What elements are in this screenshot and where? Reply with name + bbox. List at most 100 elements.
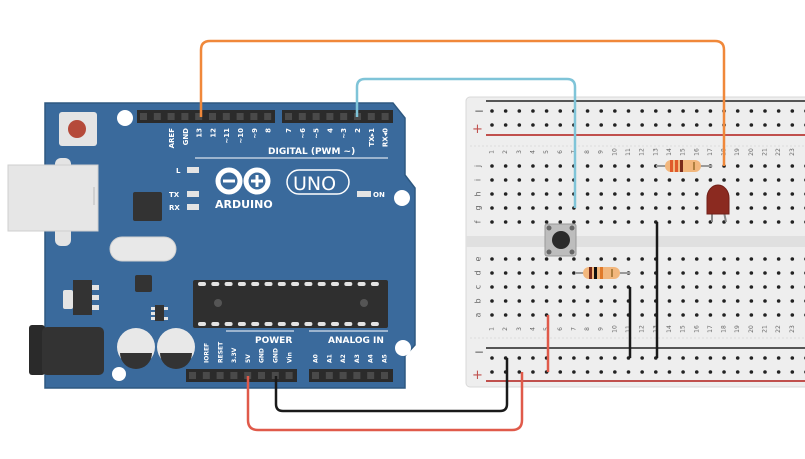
rail-hole[interactable] [640, 123, 644, 127]
terminal-hole[interactable] [531, 192, 535, 196]
rail-hole[interactable] [790, 109, 795, 113]
arduino-uno-board[interactable]: L TX RX ON ARDUINO UNO [7, 102, 416, 389]
rail-hole[interactable] [763, 356, 767, 360]
terminal-hole[interactable] [667, 206, 672, 210]
terminal-hole[interactable] [599, 257, 603, 261]
rail-hole[interactable] [749, 370, 754, 374]
terminal-hole[interactable] [640, 271, 644, 275]
header-pin[interactable] [312, 113, 320, 120]
terminal-hole[interactable] [503, 206, 508, 210]
terminal-hole[interactable] [790, 313, 795, 317]
terminal-hole[interactable] [558, 313, 563, 317]
rail-hole[interactable] [490, 123, 494, 127]
rail-hole[interactable] [599, 109, 603, 113]
terminal-hole[interactable] [749, 220, 754, 224]
terminal-hole[interactable] [490, 257, 494, 261]
terminal-hole[interactable] [681, 206, 685, 210]
terminal-hole[interactable] [558, 192, 563, 196]
rail-hole[interactable] [708, 356, 713, 360]
terminal-hole[interactable] [763, 220, 767, 224]
terminal-hole[interactable] [694, 313, 699, 317]
terminal-hole[interactable] [572, 299, 576, 303]
rail-hole[interactable] [694, 123, 699, 127]
rail-hole[interactable] [708, 123, 713, 127]
terminal-hole[interactable] [503, 257, 508, 261]
terminal-hole[interactable] [558, 299, 563, 303]
terminal-hole[interactable] [613, 206, 617, 210]
terminal-hole[interactable] [763, 206, 767, 210]
terminal-hole[interactable] [640, 164, 644, 168]
rail-hole[interactable] [681, 356, 685, 360]
terminal-hole[interactable] [722, 313, 726, 317]
rail-hole[interactable] [558, 370, 563, 374]
rail-hole[interactable] [599, 123, 603, 127]
rail-hole[interactable] [517, 356, 522, 360]
rail-hole[interactable] [544, 109, 549, 113]
rail-hole[interactable] [722, 370, 726, 374]
terminal-hole[interactable] [544, 164, 549, 168]
header-pin[interactable] [250, 113, 258, 120]
terminal-hole[interactable] [776, 220, 781, 224]
rail-hole[interactable] [531, 370, 535, 374]
terminal-hole[interactable] [531, 178, 535, 182]
resistor-led[interactable] [656, 160, 712, 172]
terminal-hole[interactable] [790, 220, 795, 224]
terminal-hole[interactable] [667, 220, 672, 224]
terminal-hole[interactable] [490, 299, 494, 303]
terminal-hole[interactable] [599, 285, 603, 289]
terminal-hole[interactable] [694, 285, 699, 289]
terminal-hole[interactable] [585, 206, 590, 210]
rail-hole[interactable] [599, 370, 603, 374]
terminal-hole[interactable] [722, 257, 726, 261]
terminal-hole[interactable] [626, 164, 631, 168]
terminal-hole[interactable] [735, 206, 740, 210]
terminal-hole[interactable] [599, 220, 603, 224]
terminal-hole[interactable] [681, 271, 685, 275]
terminal-hole[interactable] [572, 257, 576, 261]
terminal-hole[interactable] [490, 192, 494, 196]
terminal-hole[interactable] [694, 299, 699, 303]
terminal-hole[interactable] [503, 178, 508, 182]
terminal-hole[interactable] [722, 178, 726, 182]
rail-hole[interactable] [735, 109, 740, 113]
terminal-hole[interactable] [558, 285, 563, 289]
terminal-hole[interactable] [776, 271, 781, 275]
terminal-hole[interactable] [531, 220, 535, 224]
terminal-hole[interactable] [599, 313, 603, 317]
terminal-hole[interactable] [585, 257, 590, 261]
rail-hole[interactable] [599, 356, 603, 360]
terminal-hole[interactable] [654, 178, 658, 182]
terminal-hole[interactable] [694, 192, 699, 196]
terminal-hole[interactable] [572, 271, 576, 275]
terminal-hole[interactable] [503, 299, 508, 303]
terminal-hole[interactable] [681, 313, 685, 317]
terminal-hole[interactable] [490, 313, 494, 317]
terminal-hole[interactable] [763, 192, 767, 196]
terminal-hole[interactable] [763, 299, 767, 303]
rail-hole[interactable] [558, 109, 563, 113]
terminal-hole[interactable] [544, 257, 549, 261]
terminal-hole[interactable] [544, 192, 549, 196]
terminal-hole[interactable] [585, 299, 590, 303]
reset-button[interactable] [59, 112, 97, 146]
terminal-hole[interactable] [558, 257, 563, 261]
rail-hole[interactable] [572, 356, 576, 360]
rail-hole[interactable] [531, 356, 535, 360]
terminal-hole[interactable] [531, 313, 535, 317]
terminal-hole[interactable] [640, 206, 644, 210]
terminal-hole[interactable] [640, 257, 644, 261]
terminal-hole[interactable] [544, 285, 549, 289]
header-pin[interactable] [230, 372, 238, 379]
terminal-hole[interactable] [613, 178, 617, 182]
rail-hole[interactable] [585, 109, 590, 113]
terminal-hole[interactable] [490, 220, 494, 224]
terminal-hole[interactable] [749, 257, 754, 261]
terminal-hole[interactable] [749, 271, 754, 275]
terminal-hole[interactable] [626, 220, 631, 224]
terminal-hole[interactable] [558, 206, 563, 210]
terminal-hole[interactable] [749, 192, 754, 196]
terminal-hole[interactable] [503, 271, 508, 275]
terminal-hole[interactable] [708, 178, 713, 182]
rail-hole[interactable] [681, 370, 685, 374]
